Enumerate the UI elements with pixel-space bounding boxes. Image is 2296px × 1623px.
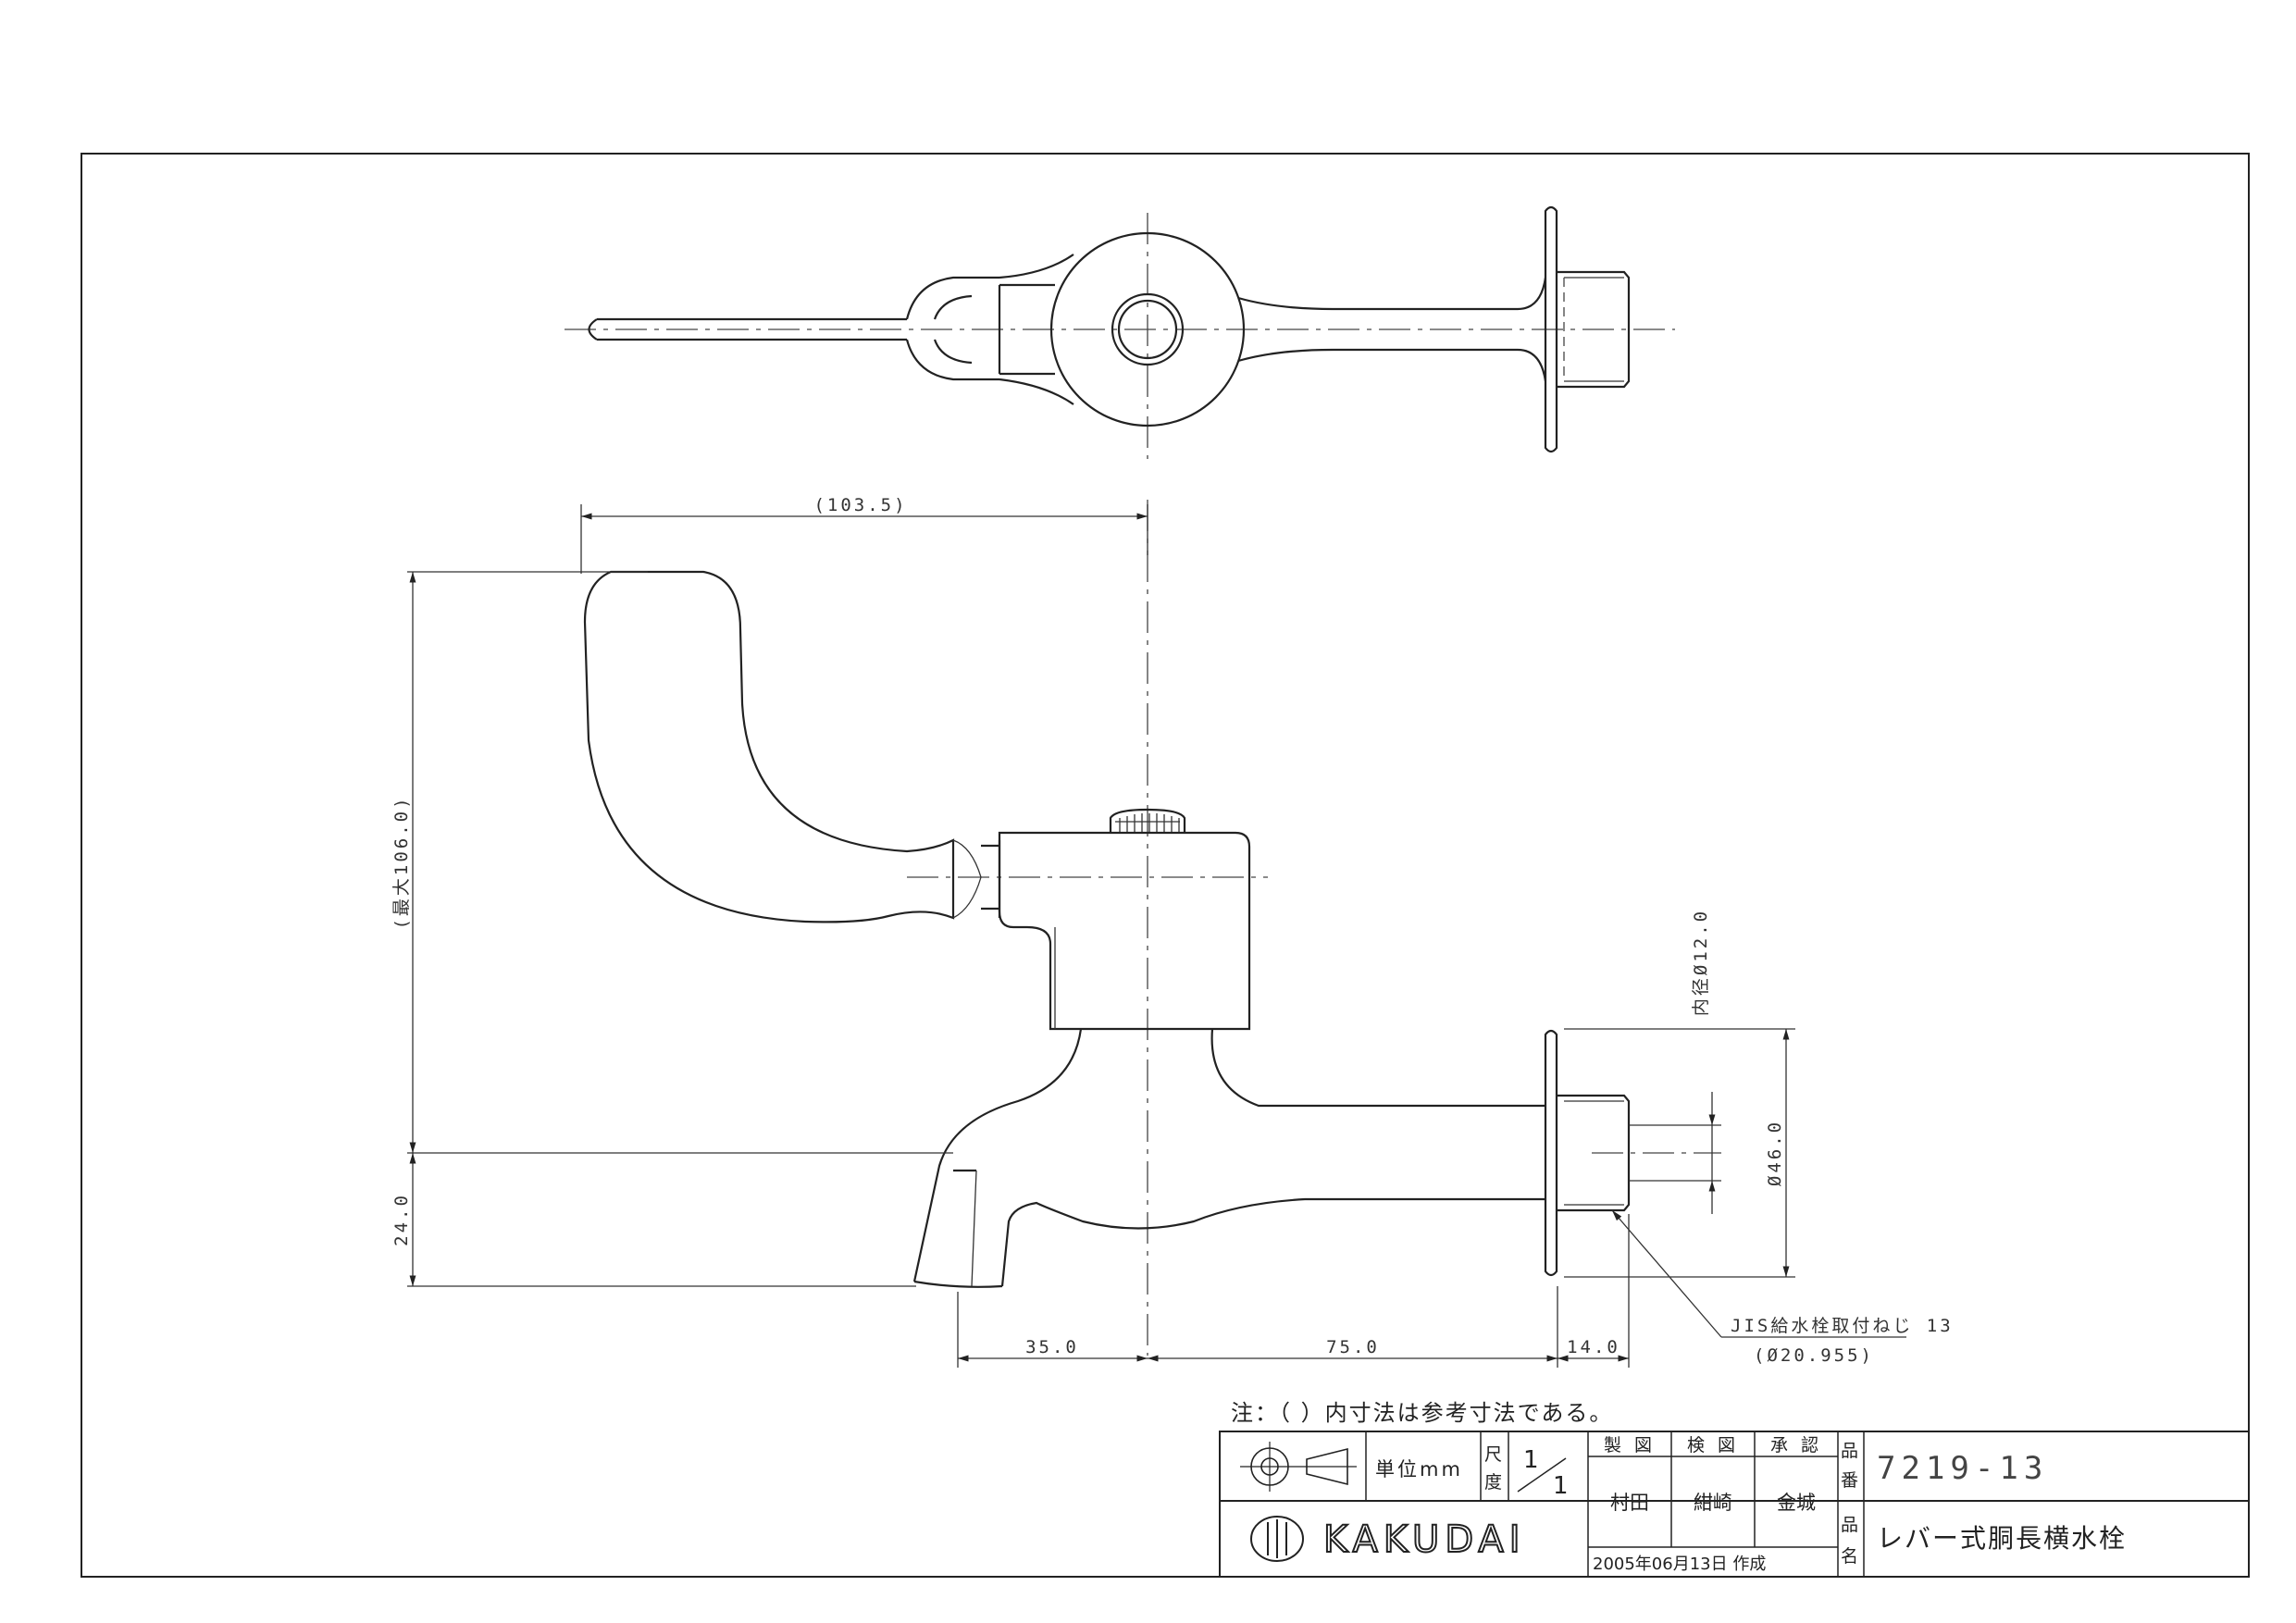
part-no-label-1: 品 [1841, 1441, 1858, 1461]
checked-by: 紺崎 [1694, 1492, 1732, 1514]
drawn-by: 村田 [1610, 1492, 1649, 1514]
dim-spout-offset: 35.0 [1025, 1337, 1079, 1357]
unit-label: 単位mm [1375, 1458, 1463, 1481]
scale-numerator: 1 [1523, 1446, 1539, 1474]
drawing-date: 2005年06月13日 作成 [1593, 1555, 1766, 1574]
side-view [583, 500, 1721, 1356]
dim-inner-diameter: 内径Ø12.0 [1691, 909, 1711, 1016]
dim-flange-diameter: Ø46.0 [1765, 1120, 1785, 1186]
approved-by: 金城 [1777, 1492, 1816, 1514]
dim-spout-drop: 24.0 [391, 1193, 412, 1246]
dimension-lines [407, 504, 1906, 1368]
part-name-label-2: 名 [1841, 1546, 1858, 1567]
part-number: 7219-13 [1877, 1450, 2048, 1487]
dim-handle-reach: (103.5) [813, 495, 907, 515]
dimension-labels: (103.5) (最大106.0) 24.0 35.0 75.0 14.0 内径… [391, 495, 1954, 1366]
part-name: レバー式胴長横水栓 [1877, 1523, 2127, 1554]
projection-symbol-icon [1240, 1442, 1357, 1492]
part-no-label-2: 番 [1841, 1470, 1858, 1491]
thread-spec-label: JIS給水栓取付ねじ 13 [1731, 1316, 1954, 1336]
title-block: 単位mm 尺 度 1 1 製 図 検 図 承 認 村田 紺崎 金城 2005年0… [1219, 1431, 2250, 1578]
part-name-label-1: 品 [1841, 1515, 1858, 1535]
dim-max-height: (最大106.0) [391, 795, 412, 929]
checked-label: 検 図 [1687, 1435, 1739, 1456]
dim-body-length: 75.0 [1326, 1337, 1380, 1357]
approved-label: 承 認 [1770, 1435, 1822, 1456]
drawing-border [81, 153, 2250, 1578]
top-view [565, 205, 1675, 459]
scale-label-2: 度 [1484, 1472, 1502, 1493]
drawn-label: 製 図 [1604, 1435, 1656, 1456]
thread-diameter-label: (Ø20.955) [1754, 1345, 1874, 1366]
scale-label-1: 尺 [1484, 1444, 1502, 1465]
scale-denominator: 1 [1553, 1472, 1569, 1500]
reference-note: 注：（ ）内寸法は参考寸法である。 [1231, 1400, 1613, 1426]
company-logo-text: KAKUDAI [1323, 1518, 1526, 1561]
dim-thread-length: 14.0 [1567, 1337, 1620, 1357]
kakudai-logo: KAKUDAI [1250, 1516, 1526, 1562]
